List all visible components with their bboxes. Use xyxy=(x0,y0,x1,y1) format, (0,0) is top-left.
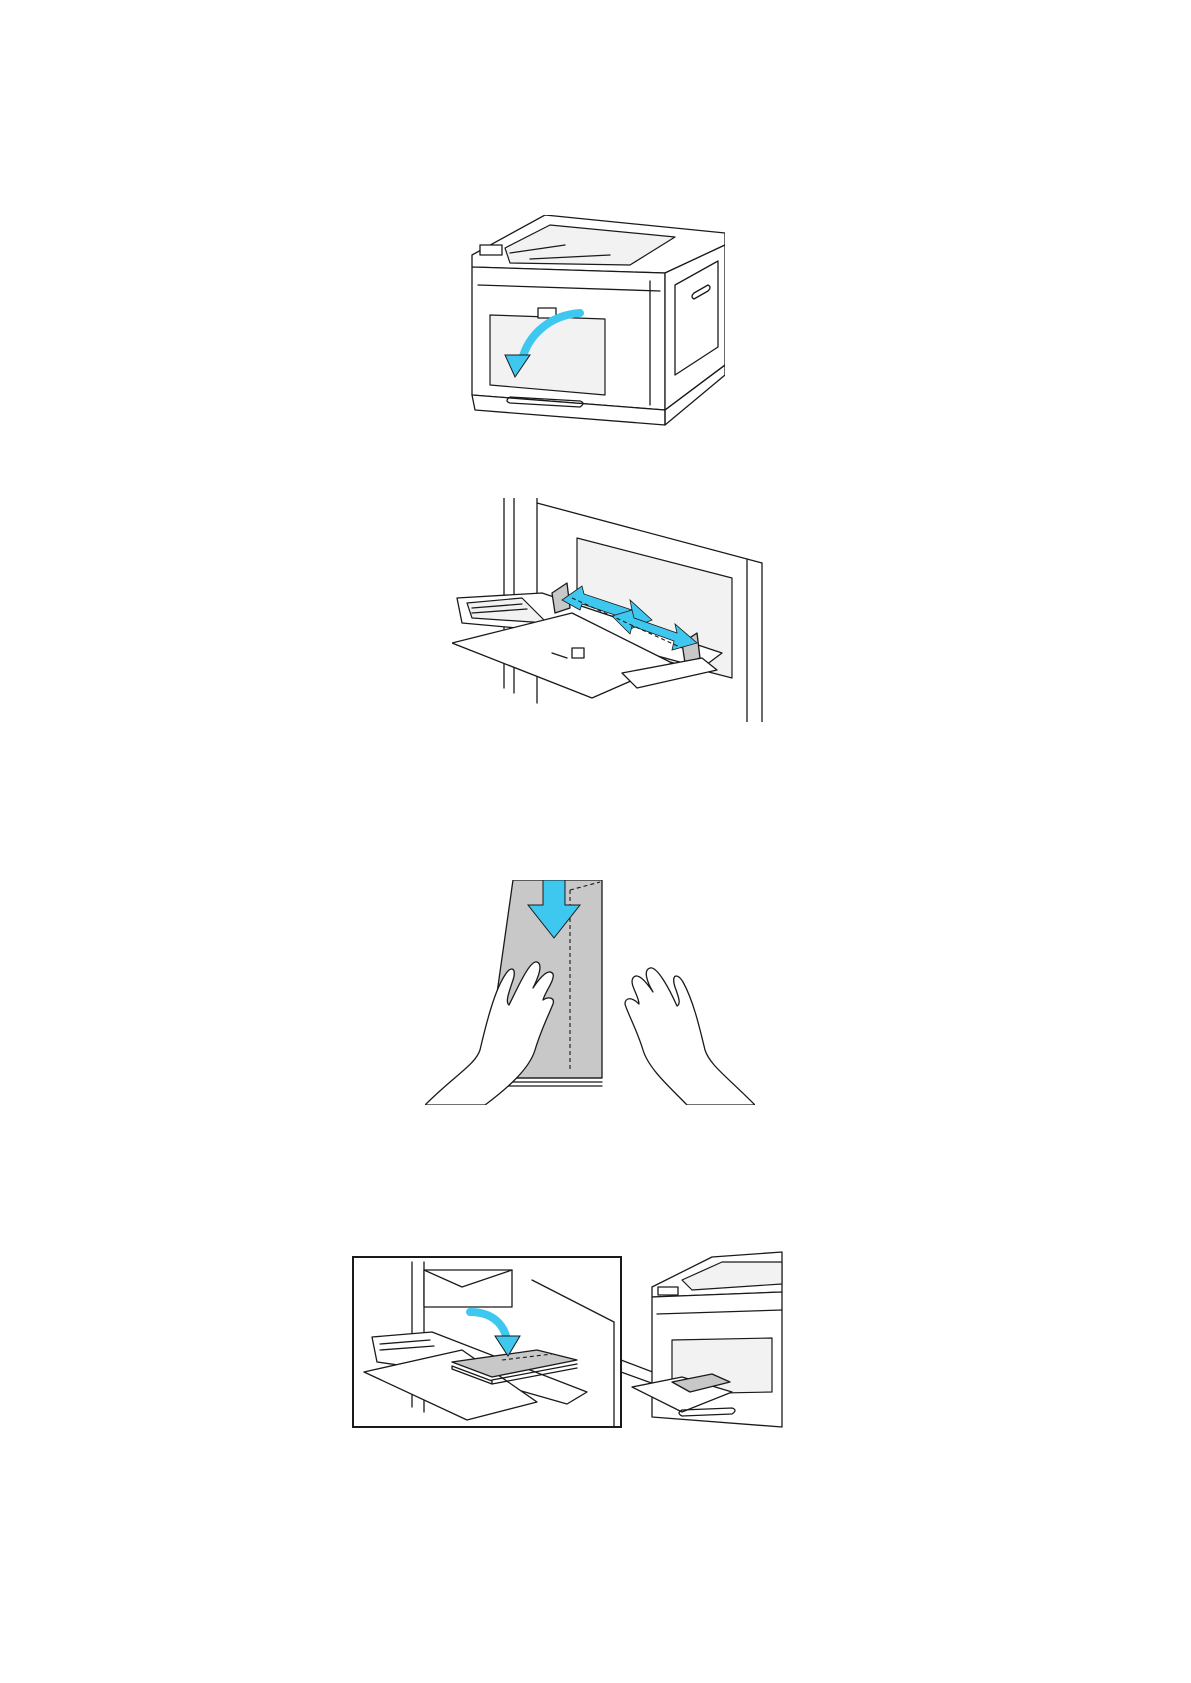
tray-guides-illustration xyxy=(452,498,774,722)
hands-envelope-illustration xyxy=(425,880,755,1105)
envelope-loading-illustration xyxy=(352,1232,852,1432)
printer-open-tray-illustration xyxy=(470,215,725,440)
